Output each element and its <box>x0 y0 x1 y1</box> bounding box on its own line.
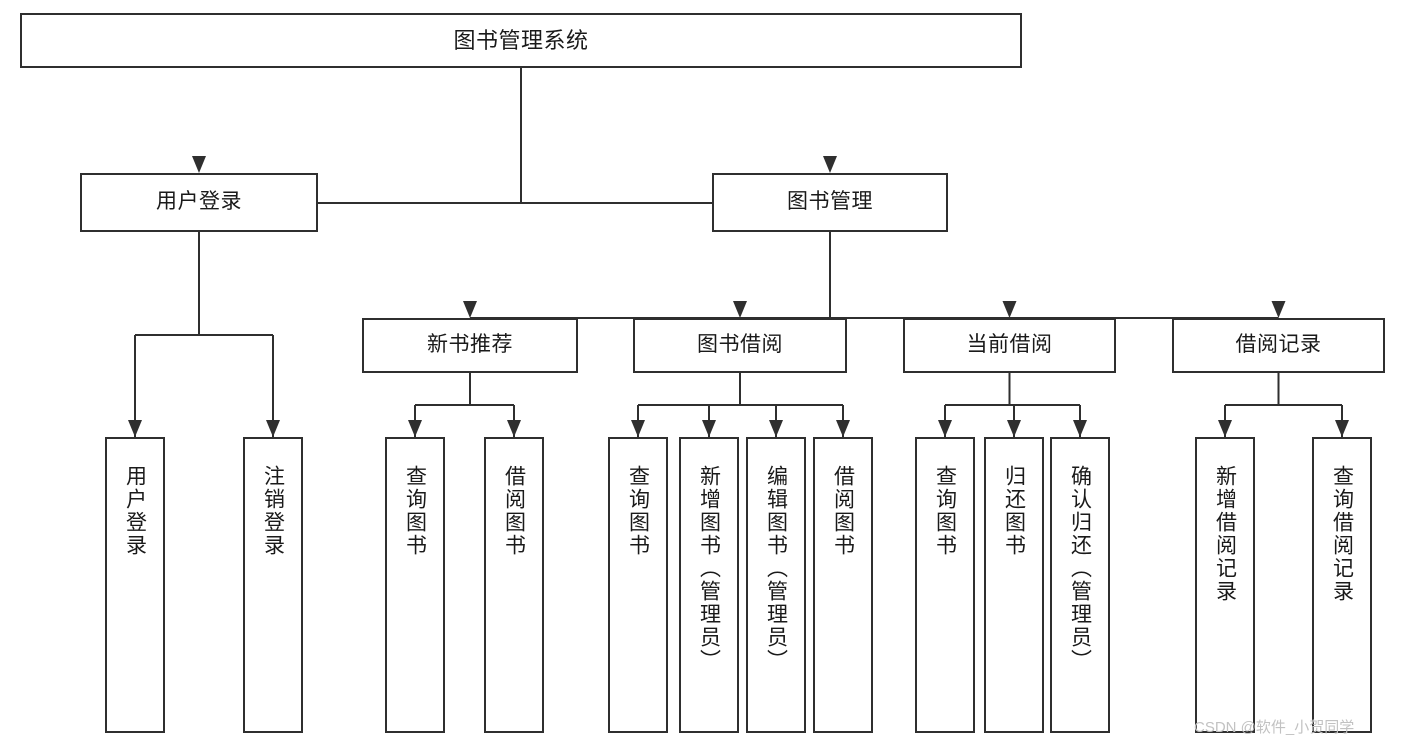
node-label: 新增图书（管理员） <box>697 465 721 672</box>
node-leaf_cu_c: 确认归还（管理员） <box>1050 437 1110 733</box>
node-root: 图书管理系统 <box>20 13 1022 68</box>
node-label: 编辑图书（管理员） <box>764 465 788 672</box>
node-leaf_rc_q: 查询借阅记录 <box>1312 437 1372 733</box>
node-label: 当前借阅 <box>966 333 1053 357</box>
node-borrow: 图书借阅 <box>633 318 847 373</box>
node-leaf_logout: 注销登录 <box>243 437 303 733</box>
node-label: 图书管理 <box>787 190 873 214</box>
node-label: 查询图书 <box>626 465 650 557</box>
node-label: 查询图书 <box>933 465 957 557</box>
arrowhead-icon <box>1073 420 1087 437</box>
node-label: 新书推荐 <box>427 333 513 357</box>
node-bookmgmt: 图书管理 <box>712 173 948 232</box>
node-leaf_bw_b: 借阅图书 <box>813 437 873 733</box>
node-label: 新增借阅记录 <box>1213 465 1237 603</box>
arrowhead-icon <box>631 420 645 437</box>
node-label: 用户登录 <box>123 465 147 557</box>
node-leaf_cu_r: 归还图书 <box>984 437 1044 733</box>
node-label: 借阅记录 <box>1235 333 1322 357</box>
node-label: 用户登录 <box>156 190 242 214</box>
arrowhead-icon <box>1007 420 1021 437</box>
node-records: 借阅记录 <box>1172 318 1385 373</box>
node-leaf_bw_edit: 编辑图书（管理员） <box>746 437 806 733</box>
node-label: 借阅图书 <box>831 465 855 557</box>
node-label: 确认归还（管理员） <box>1068 465 1092 672</box>
node-label: 注销登录 <box>261 465 285 557</box>
arrowhead-icon <box>507 420 521 437</box>
arrowhead-icon <box>702 420 716 437</box>
node-label: 归还图书 <box>1002 465 1026 557</box>
node-label: 查询借阅记录 <box>1330 465 1354 603</box>
node-leaf_rc_add: 新增借阅记录 <box>1195 437 1255 733</box>
arrowhead-icon <box>1002 301 1017 318</box>
arrowhead-icon <box>1218 420 1232 437</box>
node-leaf_cu_q: 查询图书 <box>915 437 975 733</box>
arrowhead-icon <box>938 420 952 437</box>
arrowhead-icon <box>408 420 422 437</box>
node-newbook: 新书推荐 <box>362 318 578 373</box>
node-label: 查询图书 <box>403 465 427 557</box>
node-label: 图书借阅 <box>697 333 783 357</box>
node-label: 图书管理系统 <box>453 27 589 53</box>
arrowhead-icon <box>823 156 837 173</box>
arrowhead-icon <box>463 301 477 318</box>
node-leaf_bw_q: 查询图书 <box>608 437 668 733</box>
node-label: 借阅图书 <box>502 465 526 557</box>
node-current: 当前借阅 <box>903 318 1116 373</box>
node-login: 用户登录 <box>80 173 318 232</box>
node-leaf_nb_b: 借阅图书 <box>484 437 544 733</box>
arrowhead-icon <box>733 301 747 318</box>
arrowhead-icon <box>1335 420 1349 437</box>
arrowhead-icon <box>836 420 850 437</box>
arrowhead-icon <box>192 156 206 173</box>
arrowhead-icon <box>769 420 783 437</box>
node-leaf_nb_q: 查询图书 <box>385 437 445 733</box>
arrowhead-icon <box>266 420 280 437</box>
watermark: CSDN @软件_小贺同学 <box>1194 719 1355 736</box>
node-leaf_login: 用户登录 <box>105 437 165 733</box>
arrowhead-icon <box>128 420 142 437</box>
node-leaf_bw_add: 新增图书（管理员） <box>679 437 739 733</box>
arrowhead-icon <box>1271 301 1286 318</box>
